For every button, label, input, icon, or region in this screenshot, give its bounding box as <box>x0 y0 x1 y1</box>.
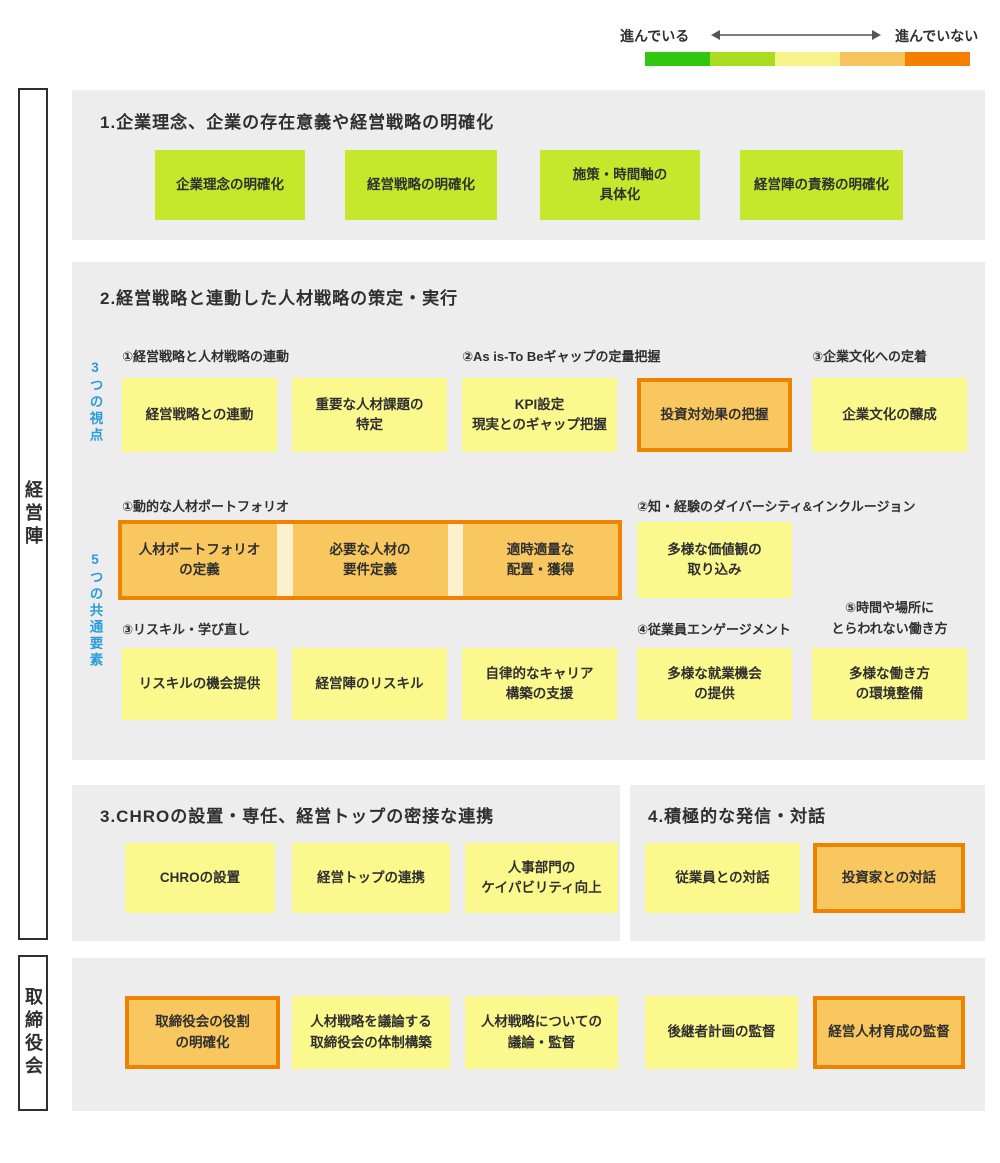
item-box: 経営陣のリスキル <box>292 648 447 720</box>
item-box-highlighted: 必要な人材の 要件定義 <box>292 524 448 596</box>
group-label: ②As is-To Beギャップの定量把握 <box>462 349 661 364</box>
item-box: 経営戦略の明確化 <box>345 150 497 220</box>
group-label: ③企業文化への定着 <box>812 349 928 364</box>
section1-title: 1.企業理念、企業の存在意義や経営戦略の明確化 <box>100 113 495 132</box>
rail-management: 経営陣 <box>18 88 48 940</box>
scale-segment-yellowgreen <box>710 52 775 66</box>
item-box: 自律的なキャリア 構築の支援 <box>462 648 617 720</box>
item-box: 多様な価値観の 取り込み <box>637 522 792 598</box>
section4-title: 4.積極的な発信・対話 <box>648 807 827 826</box>
group-label: ②知・経験のダイバーシティ&インクルージョン <box>637 499 916 514</box>
item-box-highlighted: 投資対効果の把握 <box>637 378 792 452</box>
scale-segment-orange <box>905 52 970 66</box>
viewpoints-vertical-label: 3つの視点 <box>87 360 103 444</box>
item-box: リスキルの機会提供 <box>122 648 277 720</box>
item-box: 後継者計画の監督 <box>645 996 798 1069</box>
group-label: ①経営戦略と人材戦略の連動 <box>122 349 290 364</box>
item-box: 多様な働き方 の環境整備 <box>812 648 967 720</box>
group-label: ③リスキル・学び直し <box>122 622 251 637</box>
item-box: 企業文化の醸成 <box>812 378 967 452</box>
scale-segment-yellow <box>775 52 840 66</box>
item-box: 人材戦略についての 議論・監督 <box>465 996 618 1069</box>
double-arrow-icon <box>711 30 881 40</box>
elements-vertical-label: 5つの共通要素 <box>87 552 103 669</box>
item-box: 企業理念の明確化 <box>155 150 305 220</box>
item-box: CHROの設置 <box>125 843 275 913</box>
group-label: ⑤時間や場所に とらわれない働き方 <box>831 600 948 636</box>
item-box: 経営陣の責務の明確化 <box>740 150 903 220</box>
group-label: ①動的な人材ポートフォリオ <box>122 499 290 514</box>
group-label: ④従業員エンゲージメント <box>637 622 791 637</box>
progress-color-scale <box>645 52 970 66</box>
item-box: 従業員との対話 <box>645 843 800 913</box>
item-box: 経営戦略との連動 <box>122 378 277 452</box>
portfolio-highlighted-group: 人材ポートフォリオ の定義 必要な人材の 要件定義 適時適量な 配置・獲得 <box>118 520 622 600</box>
item-box-highlighted: 経営人材育成の監督 <box>813 996 965 1069</box>
item-box: KPI設定 現実とのギャップ把握 <box>462 378 617 452</box>
legend-not-progressing-label: 進んでいない <box>895 28 979 44</box>
item-box: 多様な就業機会 の提供 <box>637 648 792 720</box>
item-box: 経営トップの連携 <box>292 843 450 913</box>
item-box-highlighted: 取締役会の役割 の明確化 <box>125 996 280 1069</box>
item-box-highlighted: 投資家との対話 <box>813 843 965 913</box>
scale-segment-amber <box>840 52 905 66</box>
section3-title: 3.CHROの設置・専任、経営トップの密接な連携 <box>100 807 495 826</box>
section2-title: 2.経営戦略と連動した人材戦略の策定・実行 <box>100 289 459 308</box>
item-box-highlighted: 適時適量な 配置・獲得 <box>463 524 618 596</box>
item-box: 人材戦略を議論する 取締役会の体制構築 <box>292 996 450 1069</box>
item-box: 施策・時間軸の 具体化 <box>540 150 700 220</box>
item-box-highlighted: 人材ポートフォリオ の定義 <box>122 524 277 596</box>
item-box: 重要な人材課題の 特定 <box>292 378 447 452</box>
legend-progressing-label: 進んでいる <box>620 28 690 44</box>
item-box: 人事部門の ケイパビリティ向上 <box>465 843 618 913</box>
rail-board: 取締役会 <box>18 955 48 1111</box>
scale-segment-green <box>645 52 710 66</box>
